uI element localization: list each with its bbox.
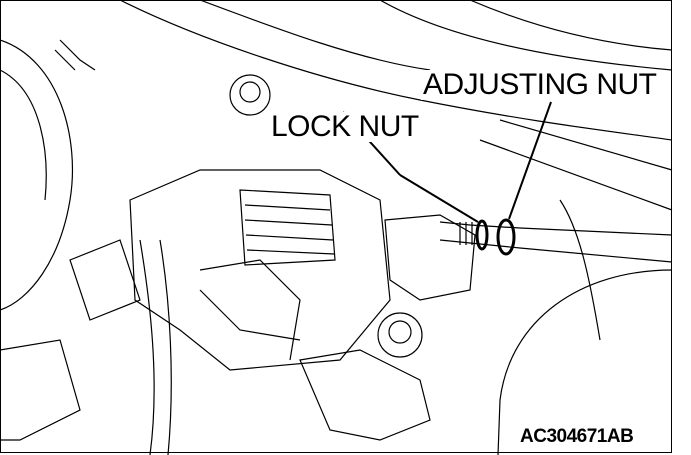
bolt-head-bottom xyxy=(377,312,423,358)
adjusting-nut-label: ADJUSTING NUT xyxy=(421,68,659,101)
throttle-body-outline xyxy=(129,169,391,371)
adjusting-nut-leader xyxy=(508,101,552,220)
cable-bracket xyxy=(384,214,476,301)
figure-code: AC304671AB xyxy=(520,426,634,447)
lock-nut-label: LOCK NUT xyxy=(269,110,421,143)
right-cylinder-outline xyxy=(497,269,673,455)
upper-panel-line xyxy=(119,0,673,141)
bolt-head-top xyxy=(229,74,271,116)
left-cylinder-outline xyxy=(0,39,73,311)
diagram-frame xyxy=(0,0,672,453)
adjusting-nut xyxy=(496,218,516,256)
lock-nut xyxy=(475,219,489,251)
throttle-cable xyxy=(439,221,673,236)
lock-nut-leader xyxy=(399,174,479,223)
left-connector xyxy=(69,239,141,321)
